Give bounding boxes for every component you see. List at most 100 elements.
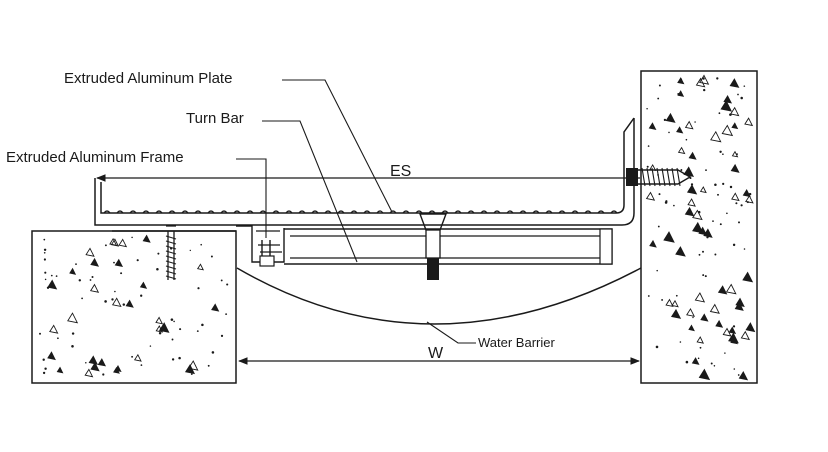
aggregate-mark <box>158 322 170 333</box>
aggregate-mark <box>43 251 46 254</box>
aggregate-mark <box>50 274 53 277</box>
aggregate-mark <box>156 268 159 271</box>
aggregate-mark <box>200 243 202 246</box>
aggregate-mark <box>157 252 160 255</box>
aggregate-mark <box>210 255 213 258</box>
aggregate-mark <box>44 271 47 274</box>
aggregate-mark <box>733 368 736 370</box>
aggregate-mark <box>136 259 139 262</box>
aggregate-mark <box>684 120 694 130</box>
aggregate-mark <box>78 279 82 282</box>
aggregate-mark <box>732 325 736 328</box>
aggregate-mark <box>84 368 94 378</box>
aggregate-mark <box>729 106 740 117</box>
aggregate-mark <box>71 345 74 348</box>
aggregate-mark <box>220 334 224 338</box>
aggregate-mark <box>44 367 47 370</box>
aggregate-mark <box>171 338 174 341</box>
aggregate-mark <box>43 258 47 261</box>
aggregate-mark <box>189 249 191 252</box>
aggregate-mark <box>698 253 701 256</box>
aggregate-mark <box>742 271 754 283</box>
aggregate-mark <box>120 272 123 275</box>
aggregate-mark <box>699 346 702 349</box>
side-fastener <box>626 167 692 187</box>
aggregate-mark <box>729 78 740 88</box>
aggregate-mark <box>679 341 682 343</box>
aggregate-mark <box>694 292 706 303</box>
aggregate-mark <box>142 234 151 243</box>
aggregate-mark <box>67 312 79 324</box>
aggregate-mark <box>655 345 659 349</box>
center-bolt <box>418 213 448 280</box>
extruded-aluminum-plate <box>94 117 635 226</box>
aggregate-mark <box>226 283 229 286</box>
aggregate-mark <box>724 352 726 354</box>
aggregate-mark <box>665 112 676 123</box>
left-concrete-slab <box>31 230 237 384</box>
aggregate-mark <box>56 366 64 374</box>
aggregate-mark <box>740 204 743 207</box>
aggregate-mark <box>647 295 650 297</box>
aggregate-mark <box>716 77 719 80</box>
aggregate-mark <box>697 357 700 360</box>
aggregate-mark <box>685 360 689 364</box>
aggregate-mark <box>700 313 709 322</box>
aggregate-mark <box>133 353 142 362</box>
aggregate-mark <box>43 238 46 241</box>
aggregate-mark <box>687 198 696 207</box>
aggregate-mark <box>207 364 210 367</box>
aggregate-mark <box>725 283 737 295</box>
aggregate-mark <box>220 279 223 282</box>
aggregate-mark <box>740 96 743 100</box>
aggregate-mark <box>47 279 58 290</box>
aggregate-mark <box>670 308 682 319</box>
turn-bar <box>284 228 613 265</box>
aggregate-mark <box>85 362 87 364</box>
aggregate-mark <box>705 169 707 172</box>
aggregate-mark <box>737 93 739 96</box>
aggregate-mark <box>712 220 714 222</box>
aggregate-mark <box>113 366 120 374</box>
aggregate-mark <box>47 351 56 361</box>
aggregate-mark <box>88 355 99 365</box>
aggregate-mark <box>663 118 667 122</box>
aggregate-mark <box>690 183 694 186</box>
concrete-aggregate <box>645 74 756 381</box>
aggregate-mark <box>743 248 746 250</box>
aggregate-mark <box>125 299 134 308</box>
aggregate-mark <box>104 300 107 303</box>
aggregate-mark <box>698 74 710 85</box>
aggregate-mark <box>717 285 728 295</box>
aggregate-mark <box>695 77 706 88</box>
aggregate-mark <box>671 299 679 308</box>
aggregate-mark <box>694 121 696 123</box>
aggregate-mark <box>657 225 660 228</box>
aggregate-mark <box>698 226 708 236</box>
aggregate-mark <box>171 358 175 361</box>
aggregate-mark <box>658 84 661 87</box>
aggregate-mark <box>661 298 664 301</box>
aggregate-mark <box>647 145 650 147</box>
aggregate-mark <box>113 261 115 264</box>
aggregate-mark <box>738 221 740 224</box>
aggregate-mark <box>90 361 100 372</box>
aggregate-mark <box>49 324 59 334</box>
aggregate-mark <box>658 193 661 196</box>
aggregate-mark <box>43 248 47 252</box>
water-barrier-label: Water Barrier <box>478 335 555 350</box>
aggregate-mark <box>657 97 660 100</box>
aggregate-mark <box>745 322 756 333</box>
aggregate-mark <box>656 269 658 272</box>
aggregate-mark <box>140 294 143 297</box>
aggregate-mark <box>735 202 738 205</box>
aggregate-mark <box>170 318 174 321</box>
aggregate-mark <box>714 183 717 186</box>
aggregate-mark <box>743 85 746 87</box>
concrete-aggregate <box>39 234 229 378</box>
aggregate-mark <box>178 356 181 360</box>
aggregate-mark <box>702 250 704 253</box>
aggregate-mark <box>680 78 683 81</box>
w-label: W <box>428 345 444 362</box>
aggregate-mark <box>734 301 744 311</box>
